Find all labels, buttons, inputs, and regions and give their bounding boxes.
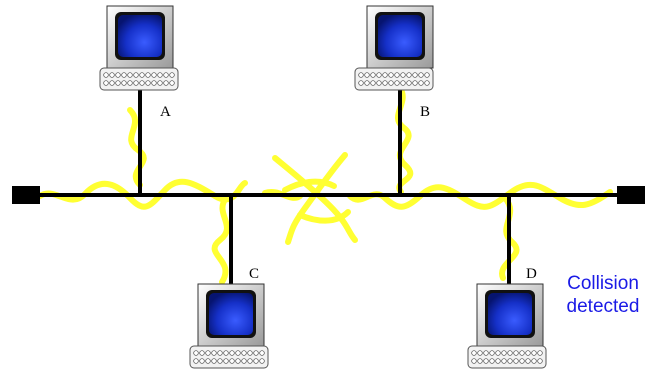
right-terminator xyxy=(617,186,645,204)
annotation-line-2: detected xyxy=(566,296,640,317)
left-terminator xyxy=(12,186,40,204)
computer-d: D xyxy=(467,266,547,369)
collision-detected-annotation: Collision detected xyxy=(553,272,653,318)
node-label-a: A xyxy=(160,104,171,120)
drop-cables xyxy=(138,88,511,286)
signal-waves xyxy=(37,85,613,285)
node-label-b: B xyxy=(420,104,430,120)
bus-cable xyxy=(12,186,645,204)
computer-c: C xyxy=(189,266,269,369)
computer-a: A xyxy=(99,5,179,120)
node-label-d: D xyxy=(526,266,537,282)
node-label-c: C xyxy=(249,266,259,282)
annotation-line-1: Collision xyxy=(567,273,639,294)
computer-b: B xyxy=(354,5,434,120)
